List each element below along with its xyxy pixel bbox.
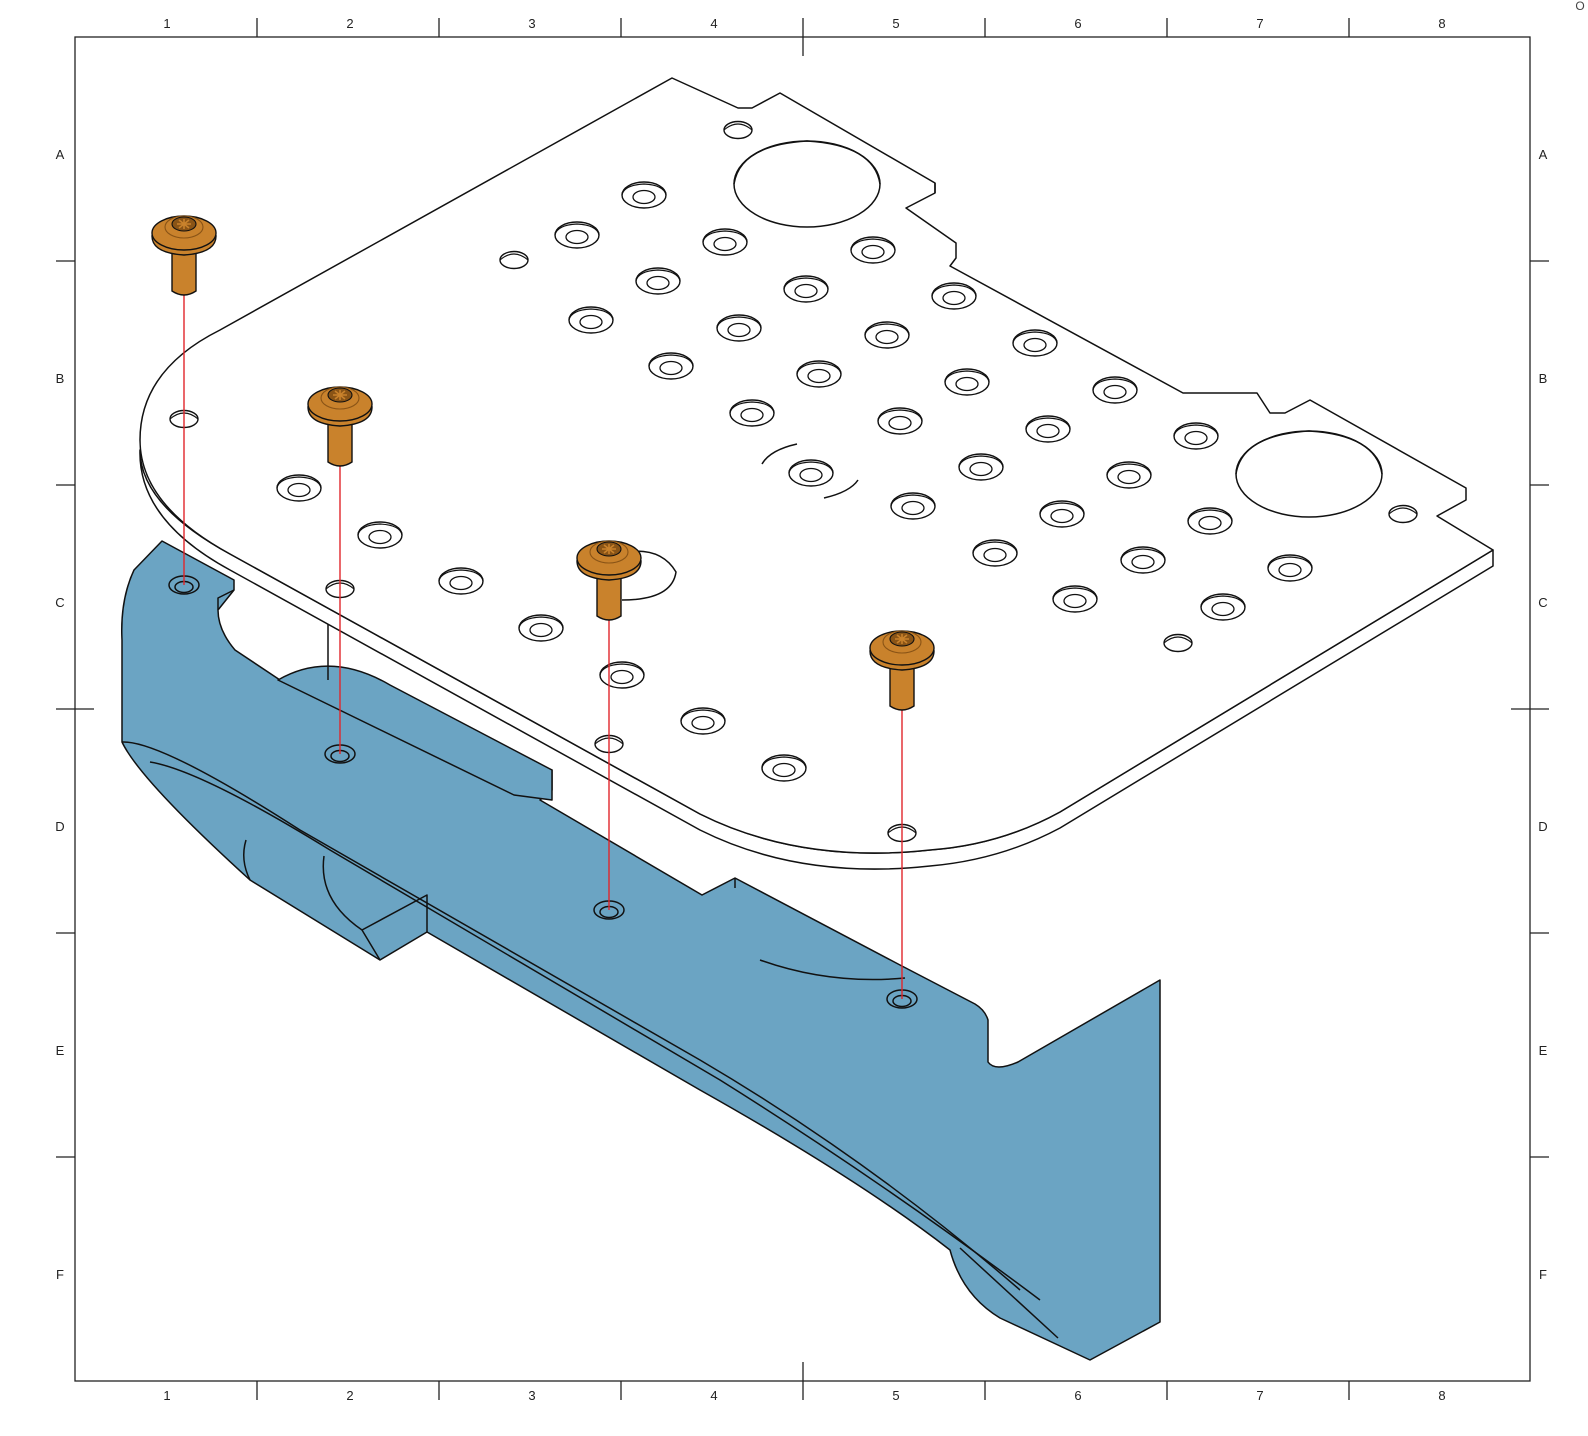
- row-label-left-f: F: [56, 1267, 64, 1282]
- countersunk-hole: [1039, 500, 1085, 528]
- countersunk-hole: [788, 459, 834, 487]
- countersunk-hole: [1173, 422, 1219, 450]
- row-label-right-e: E: [1539, 1043, 1548, 1058]
- column-label-top-2: 2: [346, 16, 353, 31]
- column-label-top-4: 4: [710, 16, 717, 31]
- countersunk-hole: [702, 228, 748, 256]
- row-label-left-a: A: [56, 147, 65, 162]
- countersunk-hole: [357, 521, 403, 549]
- countersunk-hole: [554, 221, 600, 249]
- row-label-left-e: E: [56, 1043, 65, 1058]
- row-label-right-d: D: [1538, 819, 1547, 834]
- plain-hole: [499, 250, 529, 270]
- countersunk-hole: [1267, 554, 1313, 582]
- column-label-top-7: 7: [1256, 16, 1263, 31]
- column-label-bottom-8: 8: [1438, 1388, 1445, 1403]
- countersunk-hole: [1120, 546, 1166, 574]
- torx-screw-2: [307, 386, 373, 467]
- countersunk-hole: [864, 321, 910, 349]
- countersunk-hole: [1200, 593, 1246, 621]
- column-label-top-5: 5: [892, 16, 899, 31]
- countersunk-hole: [850, 236, 896, 264]
- column-label-top-6: 6: [1074, 16, 1081, 31]
- countersunk-hole: [877, 407, 923, 435]
- row-label-right-c: C: [1538, 595, 1547, 610]
- plain-hole: [1163, 633, 1193, 653]
- row-label-left-d: D: [55, 819, 64, 834]
- countersunk-hole: [1187, 507, 1233, 535]
- countersunk-hole: [890, 492, 936, 520]
- countersunk-hole: [931, 282, 977, 310]
- plain-hole: [723, 120, 753, 140]
- corner-mark: O: [1575, 0, 1584, 13]
- countersunk-hole: [621, 181, 667, 209]
- column-label-bottom-2: 2: [346, 1388, 353, 1403]
- countersunk-hole: [518, 614, 564, 642]
- countersunk-hole: [1106, 461, 1152, 489]
- plate-holes: [169, 120, 1418, 843]
- countersunk-hole: [761, 754, 807, 782]
- column-label-bottom-7: 7: [1256, 1388, 1263, 1403]
- countersunk-hole: [635, 267, 681, 295]
- countersunk-hole: [716, 314, 762, 342]
- row-label-left-b: B: [56, 371, 65, 386]
- plain-hole: [1388, 504, 1418, 524]
- countersunk-hole: [648, 352, 694, 380]
- countersunk-hole: [972, 539, 1018, 567]
- countersunk-hole: [438, 567, 484, 595]
- column-label-bottom-1: 1: [163, 1388, 170, 1403]
- countersunk-hole: [276, 474, 322, 502]
- column-label-top-8: 8: [1438, 16, 1445, 31]
- countersunk-hole: [1052, 585, 1098, 613]
- row-label-left-c: C: [55, 595, 64, 610]
- countersunk-hole: [958, 453, 1004, 481]
- torx-screw-3: [576, 540, 642, 621]
- countersunk-hole: [680, 707, 726, 735]
- drawing-frame: [56, 18, 1549, 1400]
- screws: [151, 215, 935, 711]
- countersunk-hole: [944, 368, 990, 396]
- countersunk-hole: [796, 360, 842, 388]
- countersunk-hole: [568, 306, 614, 334]
- torx-screw-1: [151, 215, 217, 296]
- row-label-right-a: A: [1539, 147, 1548, 162]
- countersunk-hole: [599, 661, 645, 689]
- countersunk-hole: [1025, 415, 1071, 443]
- column-label-top-3: 3: [528, 16, 535, 31]
- countersunk-hole: [783, 275, 829, 303]
- row-label-right-b: B: [1539, 371, 1548, 386]
- countersunk-hole: [1012, 329, 1058, 357]
- zone-labels: 1 2 3 4 5 6 7 8 1 2 3 4 5 6 7 8 A B C D …: [55, 0, 1584, 1403]
- countersunk-hole: [729, 399, 775, 427]
- row-label-right-f: F: [1539, 1267, 1547, 1282]
- column-label-bottom-6: 6: [1074, 1388, 1081, 1403]
- column-label-top-1: 1: [163, 16, 170, 31]
- housing-part: [121, 540, 1161, 1361]
- leader-lines: [183, 295, 903, 999]
- torx-screw-4: [869, 630, 935, 711]
- column-label-bottom-4: 4: [710, 1388, 717, 1403]
- column-label-bottom-5: 5: [892, 1388, 899, 1403]
- column-label-bottom-3: 3: [528, 1388, 535, 1403]
- countersunk-hole: [1092, 376, 1138, 404]
